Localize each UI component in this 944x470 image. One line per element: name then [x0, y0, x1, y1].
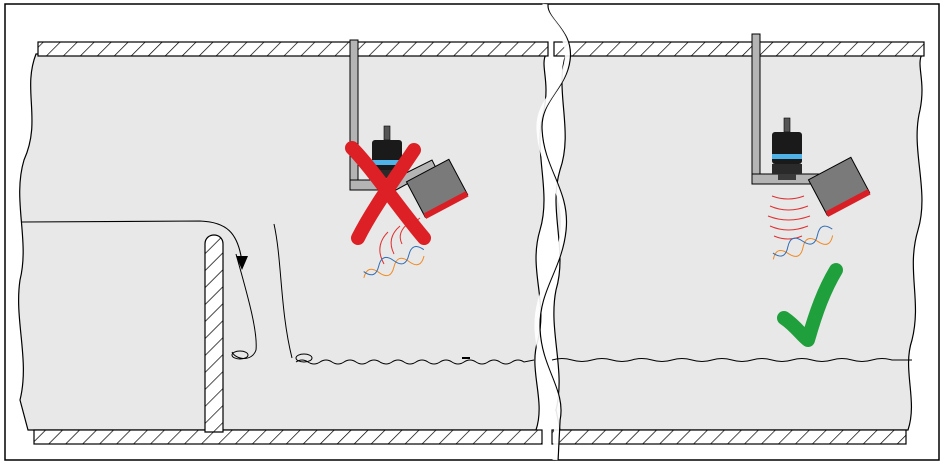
baffle-wall [204, 234, 224, 433]
inflow-line [21, 220, 243, 263]
tilted-sensor-housing [405, 158, 469, 219]
channel-area-left [18, 53, 547, 431]
tilted-sensor-housing [807, 156, 871, 217]
channel-area-right [553, 53, 923, 431]
turbulence-curve-1 [231, 253, 257, 359]
noise-signal [772, 225, 834, 260]
turbulence-curve-2 [273, 223, 293, 359]
cross-mark-icon [345, 141, 431, 245]
panel-incorrect [18, 39, 549, 445]
ultrasonic-sensor-icon [372, 125, 402, 178]
ultrasonic-sensor-icon [772, 117, 802, 180]
bottom-wall-right [551, 429, 907, 445]
top-wall-right [553, 41, 925, 57]
top-wall-left [37, 41, 549, 57]
liquid-surface-left [295, 359, 535, 365]
swirl-2 [295, 353, 313, 363]
bottom-wall-left [33, 429, 543, 445]
panel-correct [551, 33, 925, 445]
flow-arrow-icon [236, 256, 248, 270]
noise-signal [363, 245, 425, 279]
check-mark-icon [777, 263, 843, 347]
swirl-1 [231, 350, 249, 360]
liquid-surface-right [551, 358, 912, 362]
wave-echo-icon [767, 195, 811, 240]
panel-divider [539, 3, 571, 461]
